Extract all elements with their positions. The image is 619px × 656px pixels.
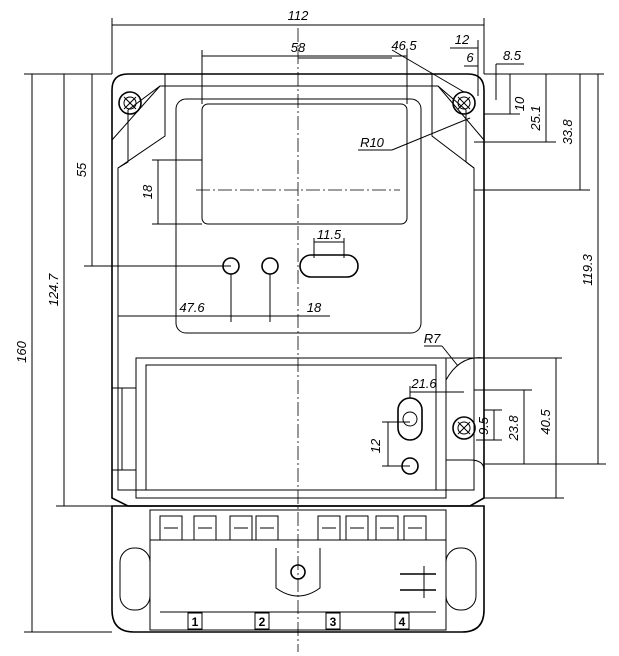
display-window xyxy=(201,103,408,225)
dim-window-18: 18 xyxy=(140,184,155,199)
terminal-screws xyxy=(159,515,427,541)
upper-cover-panel xyxy=(175,98,422,334)
lower-cover-panel xyxy=(135,357,447,499)
terminal-block-outline xyxy=(111,505,485,633)
dim-screw-offset: 46.5 xyxy=(391,38,417,53)
dimension-window-18 xyxy=(152,159,202,225)
left-mounting-ear xyxy=(119,547,151,611)
dimension-top-right-group xyxy=(450,40,524,100)
dim-right-9-5: 9.5 xyxy=(476,416,491,435)
lower-right-screw xyxy=(452,416,476,440)
dimension-right-verticals xyxy=(474,73,606,465)
seal-slot xyxy=(397,397,423,441)
lower-cover-inner xyxy=(145,364,437,491)
dim-top-right-8-5: 8.5 xyxy=(503,48,522,63)
body-inner-outline xyxy=(117,85,475,491)
dimension-holes-horizontal xyxy=(118,274,330,322)
optical-port-slot xyxy=(299,254,359,278)
dim-top-right-6: 6 xyxy=(466,50,474,65)
dim-right-25-1: 25.1 xyxy=(528,105,543,131)
dim-left-55: 55 xyxy=(74,162,89,177)
top-left-screw xyxy=(118,91,142,115)
dim-radius-lower: R7 xyxy=(424,331,441,346)
dim-slot-21-6: 21.6 xyxy=(410,376,437,391)
dimension-slot-21-6 xyxy=(409,386,464,398)
terminal-label-2: 2 xyxy=(259,615,266,629)
dim-right-33-8: 33.8 xyxy=(560,119,575,145)
terminal-label-4: 4 xyxy=(399,615,406,629)
lower-right-lug xyxy=(445,357,485,471)
dim-overall-height: 160 xyxy=(14,340,29,362)
terminal-label-1: 1 xyxy=(192,615,199,629)
dimension-left-124-7 xyxy=(56,73,112,507)
dim-left-124-7: 124.7 xyxy=(46,273,61,306)
dim-right-23-8: 23.8 xyxy=(506,415,521,442)
dimension-overall-height xyxy=(24,73,112,633)
dim-hole-18: 18 xyxy=(307,300,322,315)
right-mounting-ear xyxy=(445,547,477,611)
dimension-slot-12 xyxy=(382,421,410,467)
dim-right-10: 10 xyxy=(512,96,527,111)
center-seal-tab xyxy=(275,548,321,597)
dim-slot-12: 12 xyxy=(368,438,383,453)
terminal-label-3: 3 xyxy=(330,615,337,629)
dim-top-right-12: 12 xyxy=(455,32,470,47)
dim-slot-11-5: 11.5 xyxy=(317,227,342,242)
indicator-hole-right xyxy=(261,257,279,275)
dim-right-40-5: 40.5 xyxy=(538,409,553,435)
left-side-notch xyxy=(112,370,137,490)
dimension-overall-width xyxy=(111,18,485,74)
dimension-slot-11-5 xyxy=(313,238,345,258)
dim-hole-47-6: 47.6 xyxy=(179,300,205,315)
dim-right-119-3: 119.3 xyxy=(580,253,595,285)
top-right-screw xyxy=(452,91,476,115)
dimension-right-lower xyxy=(446,357,564,499)
dim-radius-top: R10 xyxy=(360,135,385,150)
dim-overall-width: 112 xyxy=(288,8,309,23)
auxiliary-pins xyxy=(400,566,436,598)
dim-window-width: 58 xyxy=(291,40,306,55)
